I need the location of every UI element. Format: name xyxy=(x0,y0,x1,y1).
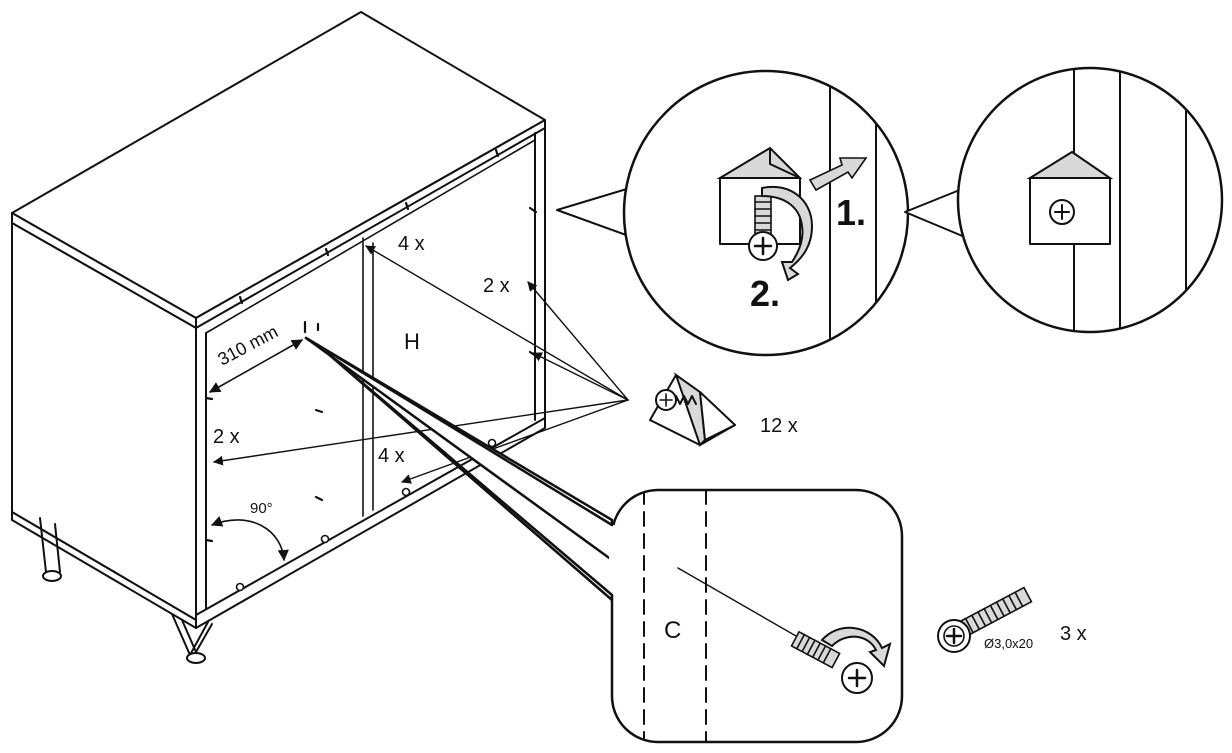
count-left-label: 2 x xyxy=(213,426,240,448)
panel-letter-h: H xyxy=(404,329,420,354)
detail-circle-step: 1. 2. xyxy=(556,69,910,357)
screw-icon xyxy=(748,195,778,261)
rotate-arrow-icon xyxy=(761,185,814,282)
count-right-label: 2 x xyxy=(483,275,510,297)
angle-label: 90° xyxy=(250,500,273,517)
count-bottom-label: 4 x xyxy=(378,445,405,467)
count-top-label: 4 x xyxy=(398,233,425,255)
step-2-label: 2. xyxy=(750,273,780,314)
step-1-label: 1. xyxy=(836,192,866,233)
dimension-310mm: 310 mm xyxy=(209,321,303,393)
angle-bracket-icon xyxy=(649,372,736,447)
cabinet xyxy=(11,11,546,664)
door-letter-c: C xyxy=(664,617,681,644)
screw-spec-label: Ø3,0x20 xyxy=(984,636,1033,651)
screw-part-icon xyxy=(937,586,1033,653)
detail-box-door: C xyxy=(304,336,904,744)
distance-label: 310 mm xyxy=(214,321,281,369)
angle-90: 90° xyxy=(210,500,289,562)
screw-qty-label: 3 x xyxy=(1060,623,1087,645)
bracket-qty-label: 12 x xyxy=(760,415,798,437)
detail-circle-result xyxy=(904,66,1224,334)
